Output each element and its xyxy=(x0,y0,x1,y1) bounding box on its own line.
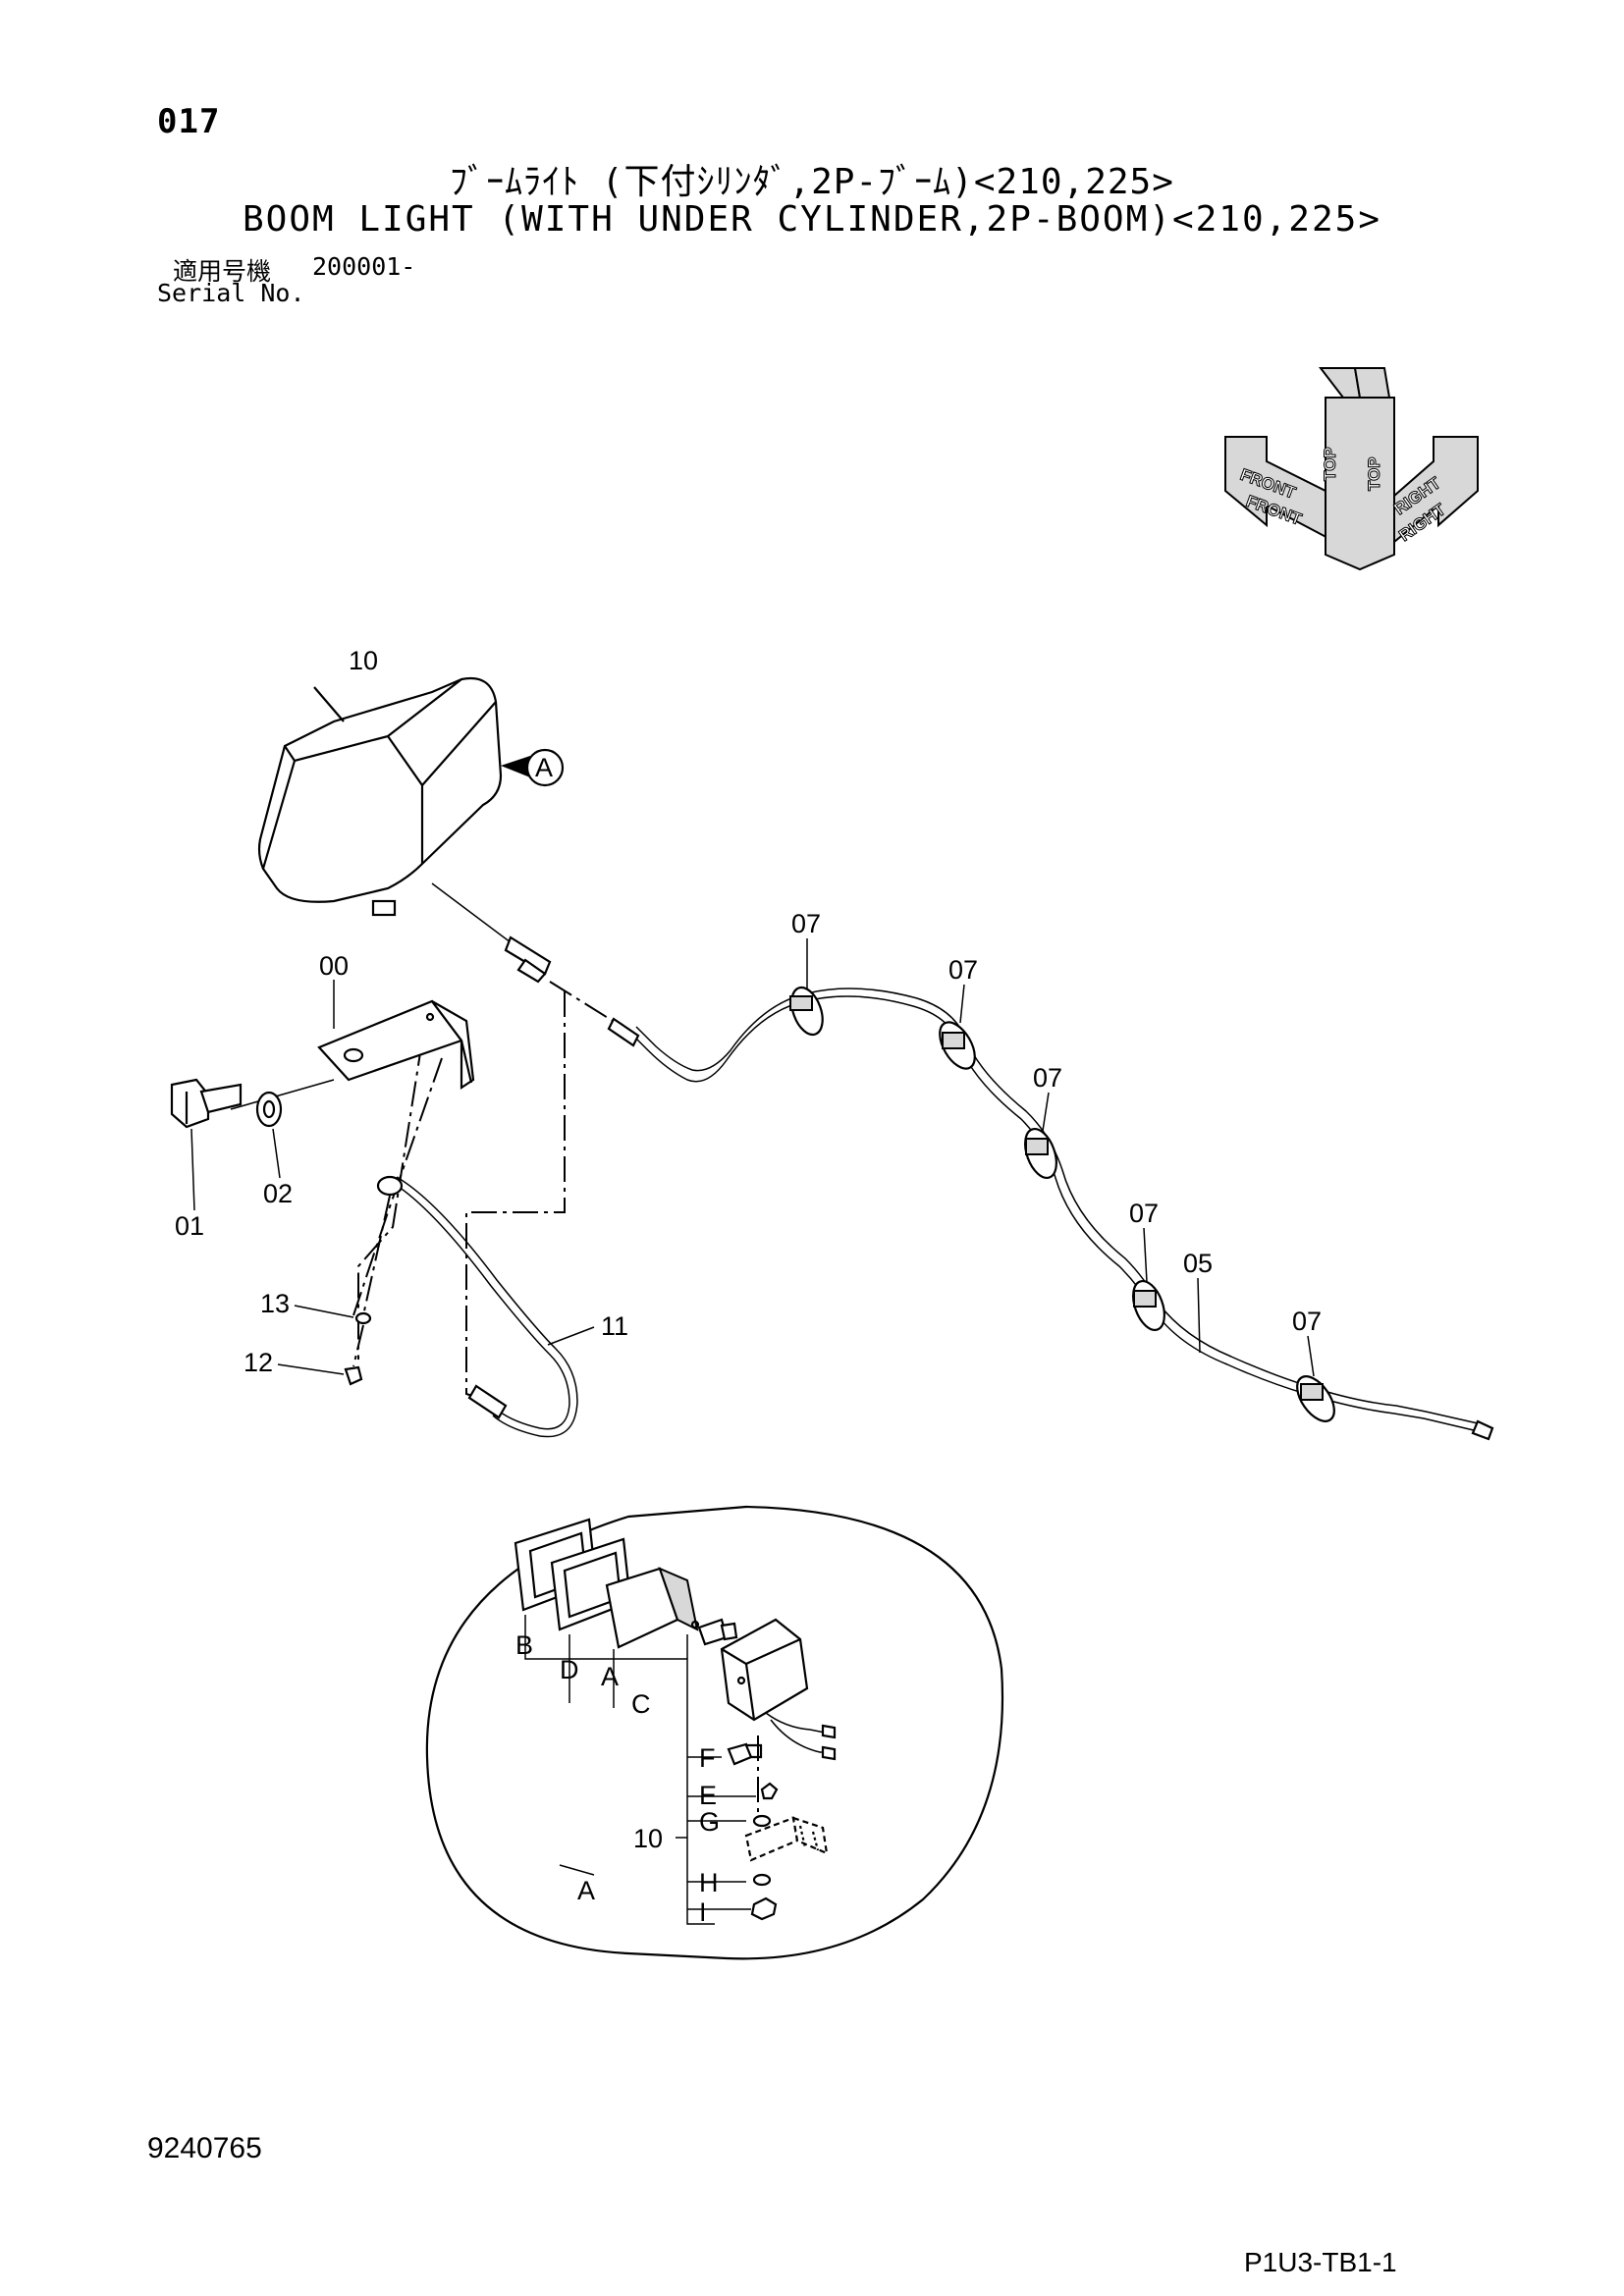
detail-washer-g xyxy=(752,1814,772,1828)
assembly-line-2 xyxy=(465,991,566,1400)
detail-label-c: C xyxy=(631,1689,651,1719)
orientation-marker: TOP TOP FRONT FRONT RIGHT RIGHT xyxy=(1224,367,1479,571)
wire-harness-05 xyxy=(627,995,1479,1432)
detail-star-washer-e xyxy=(760,1782,779,1800)
clamp-07-e xyxy=(1296,1375,1335,1422)
page-number: 017 xyxy=(157,102,221,141)
serial-label-japanese: 適用号機 xyxy=(173,257,272,286)
title-english: BOOM LIGHT (WITH UNDER CYLINDER,2P-BOOM)… xyxy=(242,199,1382,240)
callout-07-a: 07 xyxy=(791,909,821,938)
assembly-line-1 xyxy=(549,981,629,1032)
detail-reflector-a xyxy=(605,1567,700,1649)
boom-light-housing xyxy=(257,676,565,917)
serial-label-english: Serial No. xyxy=(157,279,305,307)
callout-02: 02 xyxy=(263,1179,293,1208)
clamp-07-d xyxy=(1132,1280,1165,1331)
harness-end-connector-icon xyxy=(1471,1419,1494,1441)
light-bracket-00 xyxy=(317,999,475,1091)
callout-07-c: 07 xyxy=(1033,1063,1062,1093)
clamp-07-c xyxy=(1024,1128,1057,1179)
detail-stay xyxy=(744,1816,829,1862)
title-japanese: ﾌﾞｰﾑﾗｲﾄ (下付ｼﾘﾝﾀﾞ,2P-ﾌﾞｰﾑ)<210,225> xyxy=(450,162,1174,202)
top-column-icon xyxy=(1325,397,1395,571)
top-label-2: TOP xyxy=(1365,456,1383,491)
detail-label-g: G xyxy=(699,1807,720,1837)
detail-screw-f xyxy=(727,1742,763,1766)
detail-label-h: H xyxy=(699,1868,719,1897)
detail-label-b: B xyxy=(515,1630,533,1660)
detail-lamp-body xyxy=(720,1618,837,1761)
detail-view-label: A xyxy=(577,1876,595,1905)
bracket-assembly-line xyxy=(352,1057,443,1316)
detail-label-d: D xyxy=(560,1655,579,1684)
callout-10: 10 xyxy=(349,646,378,675)
detail-label-e: E xyxy=(699,1781,717,1810)
clamp-07-b xyxy=(939,1021,976,1070)
ground-cable-11 xyxy=(392,1182,570,1430)
callout-13: 13 xyxy=(260,1289,290,1318)
callout-07-d: 07 xyxy=(1129,1199,1159,1228)
callout-00: 00 xyxy=(319,951,349,981)
callout-05: 05 xyxy=(1183,1249,1213,1278)
top-arrow-right-icon xyxy=(1353,367,1391,399)
screw-12 xyxy=(344,1365,363,1386)
top-arrow-left-icon xyxy=(1318,367,1362,399)
callout-detail-a: A xyxy=(535,753,553,782)
ground-assembly-line xyxy=(362,1195,391,1316)
detail-a-circle xyxy=(525,748,565,787)
right-arrow-icon xyxy=(1393,436,1479,545)
callout-07-e: 07 xyxy=(1292,1307,1322,1336)
detail-label-i: I xyxy=(699,1897,707,1927)
bolt-01 xyxy=(170,1078,243,1129)
callout-07-b: 07 xyxy=(948,955,978,985)
detail-bulb-c xyxy=(697,1618,738,1646)
page-code: P1U3-TB1-1 xyxy=(1244,2247,1397,2277)
document-number: 9240765 xyxy=(147,2132,262,2164)
top-label-1: TOP xyxy=(1321,447,1339,481)
serial-number-value: 200001- xyxy=(312,252,416,281)
detail-label-f: F xyxy=(699,1743,716,1773)
lock-washer-13 xyxy=(354,1311,372,1325)
harness-end-plug-icon xyxy=(607,1017,640,1047)
detail-label-a: A xyxy=(601,1662,619,1691)
assembly-line-3 xyxy=(357,1040,423,1360)
lamp-stud-icon xyxy=(371,899,397,917)
callout-12: 12 xyxy=(244,1348,273,1377)
washer-02 xyxy=(255,1091,283,1128)
detail-nut-i xyxy=(750,1896,778,1921)
detail-assembly-number: 10 xyxy=(633,1824,663,1853)
detail-a-outline xyxy=(425,1505,1004,1960)
ground-connector-icon xyxy=(467,1384,508,1419)
callout-01: 01 xyxy=(175,1211,204,1241)
callout-11: 11 xyxy=(601,1311,628,1341)
ground-terminal-icon xyxy=(376,1175,404,1197)
detail-washer-h xyxy=(752,1873,772,1887)
clamp-07-a xyxy=(789,986,824,1037)
